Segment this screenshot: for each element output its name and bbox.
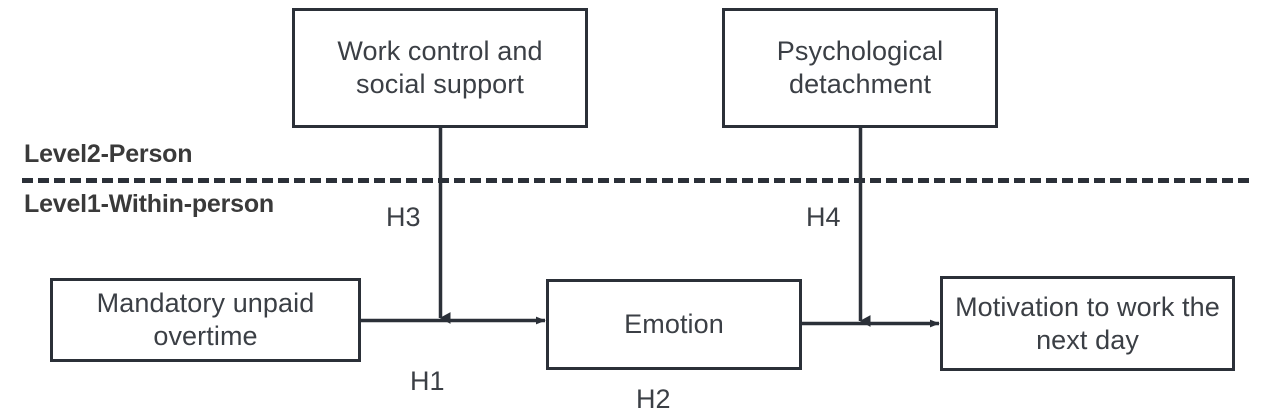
node-psychological-detachment[interactable]: Psychological detachment — [722, 8, 998, 128]
node-work-control-and-social-support[interactable]: Work control and social support — [292, 8, 588, 128]
level2-person-label: Level2-Person — [24, 140, 193, 168]
edge-label-h2: H2 — [636, 384, 671, 414]
edge-label-h4: H4 — [806, 202, 841, 232]
node-motivation-to-work-the-next-day[interactable]: Motivation to work the next day — [940, 276, 1235, 371]
node-emotion[interactable]: Emotion — [546, 279, 802, 370]
edge-label-h3: H3 — [386, 202, 421, 232]
edge-label-h1: H1 — [410, 366, 445, 396]
node-mandatory-unpaid-overtime[interactable]: Mandatory unpaid overtime — [50, 278, 361, 362]
level1-within-person-label: Level1-Within-person — [24, 190, 274, 218]
